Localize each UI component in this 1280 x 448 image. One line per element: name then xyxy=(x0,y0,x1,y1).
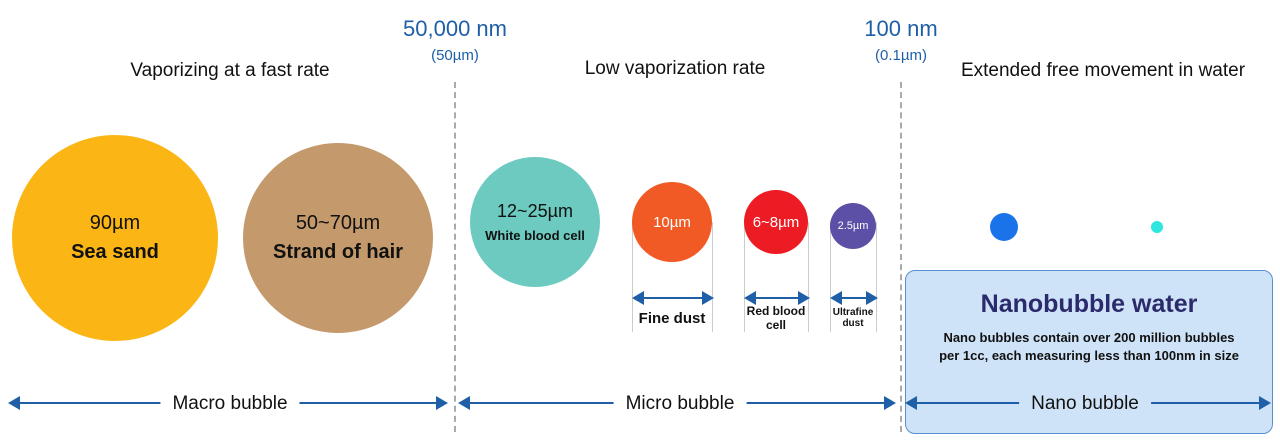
circle-fine-dust: 10µm xyxy=(632,182,712,262)
heading-micro: Low vaporization rate xyxy=(584,58,766,79)
item-label: Strand of hair xyxy=(272,241,403,263)
width-arrow xyxy=(830,292,878,303)
nano-box-desc-2: per 1cc, each measuring less than 100nm … xyxy=(939,348,1239,363)
size-label: 2.5µm xyxy=(837,220,869,232)
guide-line xyxy=(876,222,877,332)
size-label: 10µm xyxy=(653,213,691,231)
range-label-nano: Nano bubble xyxy=(1019,393,1151,415)
heading-nano: Extended free movement in water xyxy=(960,60,1246,81)
label-red-blood-cell: Red blood cell xyxy=(746,304,806,332)
guide-line xyxy=(830,222,831,332)
nano-box-title: Nanobubble water xyxy=(980,290,1198,318)
nano-dot-blue xyxy=(990,213,1018,241)
circle-ultrafine-dust: 2.5µm xyxy=(830,203,876,249)
circle-hair: 50~70µm Strand of hair xyxy=(243,143,433,333)
nano-dot-cyan xyxy=(1151,221,1163,233)
size-label: 6~8µm xyxy=(752,213,800,231)
width-arrow xyxy=(744,292,810,303)
threshold-50000nm: 50,000 nm xyxy=(403,16,507,41)
threshold-50000nm-sub: (50µm) xyxy=(431,47,479,64)
size-label: 90µm xyxy=(89,212,141,234)
divider-50000nm xyxy=(454,82,456,432)
circle-red-blood-cell: 6~8µm xyxy=(744,190,808,254)
size-label: 12~25µm xyxy=(497,201,573,221)
item-label: Sea sand xyxy=(71,241,159,263)
size-label: 50~70µm xyxy=(295,212,381,234)
label-fine-dust: Fine dust xyxy=(638,310,706,327)
item-label: White blood cell xyxy=(485,228,585,243)
heading-macro: Vaporizing at a fast rate xyxy=(130,60,330,81)
circle-white-blood-cell: 12~25µm White blood cell xyxy=(470,157,600,287)
range-label-micro: Micro bubble xyxy=(613,393,747,415)
divider-100nm xyxy=(900,82,902,432)
guide-line xyxy=(632,222,633,332)
range-label-macro: Macro bubble xyxy=(160,393,300,415)
guide-line xyxy=(712,222,713,332)
nano-box-desc-1: Nano bubbles contain over 200 million bu… xyxy=(943,330,1235,345)
guide-line xyxy=(744,222,745,332)
guide-line xyxy=(808,222,809,332)
circle-sea-sand: 90µm Sea sand xyxy=(12,135,218,341)
threshold-100nm: 100 nm xyxy=(864,16,938,41)
threshold-100nm-sub: (0.1µm) xyxy=(875,47,927,64)
width-arrow xyxy=(632,292,714,303)
label-ultrafine-dust: Ultrafine dust xyxy=(832,307,874,329)
